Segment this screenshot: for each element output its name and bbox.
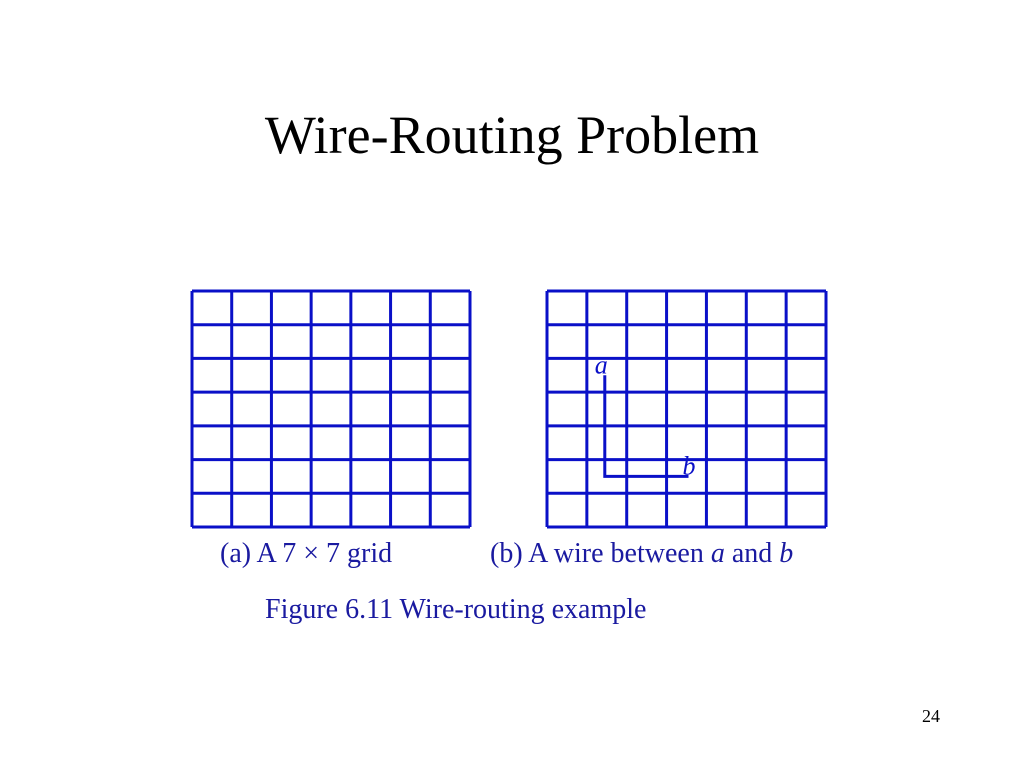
page-number: 24 (922, 706, 940, 726)
caption-b: (b) A wire between a and b (490, 538, 793, 569)
caption-b-and: and (725, 538, 779, 569)
grid-a (190, 289, 472, 529)
wire-path (603, 375, 689, 478)
caption-b-b: b (779, 538, 793, 569)
caption-b-a: a (711, 538, 725, 569)
figure-caption: Figure 6.11 Wire-routing example (265, 594, 646, 625)
point-b-label: b (683, 451, 696, 480)
wire-group: a b (595, 350, 696, 480)
grid-b (545, 289, 828, 529)
point-a-label: a (595, 350, 608, 379)
slide-title: Wire-Routing Problem (264, 105, 760, 165)
caption-b-prefix: (b) A wire between (490, 538, 711, 569)
caption-a: (a) A 7 × 7 grid (220, 538, 392, 569)
